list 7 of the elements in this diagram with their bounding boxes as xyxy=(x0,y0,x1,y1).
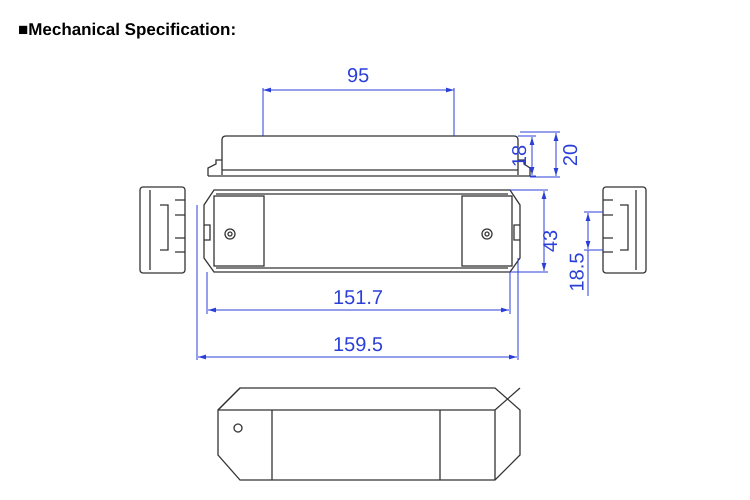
dimension-label: 20 xyxy=(561,144,582,166)
dimension-label: 18 xyxy=(510,144,530,168)
dimension-label: 151.7 xyxy=(333,288,384,308)
dimension-label: 159.5 xyxy=(333,335,384,355)
heading: ■Mechanical Specification: xyxy=(18,20,236,40)
dimension-label: 95 xyxy=(347,66,370,86)
dimension-label: 18.5 xyxy=(566,252,587,292)
